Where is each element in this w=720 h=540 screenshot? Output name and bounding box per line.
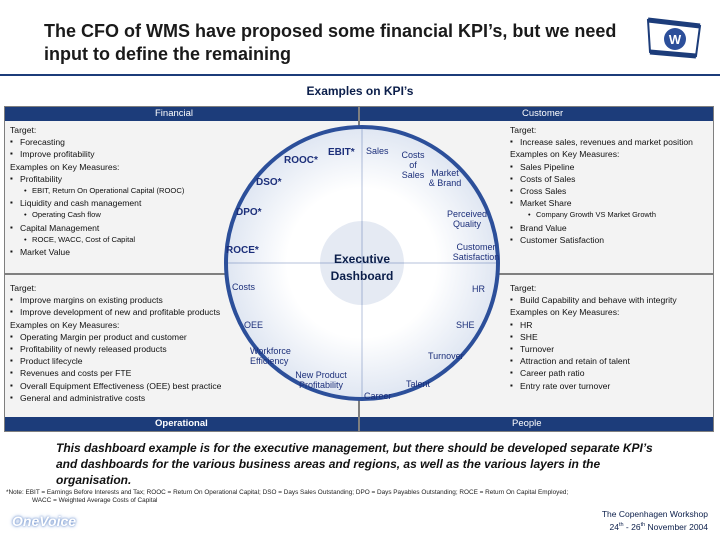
career-label: Career bbox=[364, 391, 392, 401]
list-item: General and administrative costs bbox=[10, 392, 245, 404]
list-item: Career path ratio bbox=[510, 367, 715, 379]
sub-item: Operating Cash flow bbox=[10, 209, 240, 221]
rooc-label: ROOC* bbox=[284, 155, 318, 166]
list-item: Improve profitability bbox=[10, 148, 240, 160]
financial-header: Financial bbox=[5, 107, 358, 121]
list-item: HR bbox=[510, 319, 715, 331]
subtitle: Examples on KPI’s bbox=[306, 84, 414, 98]
costs-of-sales-label: Costs of Sales bbox=[401, 150, 425, 180]
customer-text: Target: Increase sales, revenues and mar… bbox=[510, 124, 715, 246]
talent-label: Talent bbox=[406, 379, 431, 389]
list-item: Profitability bbox=[10, 173, 240, 185]
target-label: Target: bbox=[10, 125, 37, 135]
sub-item: EBIT, Return On Operational Capital (ROO… bbox=[10, 185, 240, 197]
dashboard-note: This dashboard example is for the execut… bbox=[56, 441, 653, 487]
list-item: Market Share bbox=[510, 197, 715, 209]
list-item: Build Capability and behave with integri… bbox=[510, 294, 715, 306]
list-item: Operating Margin per product and custome… bbox=[10, 331, 245, 343]
footnote-line-2: WACC = Weighted Average Costs of Capital bbox=[32, 497, 158, 504]
sub-item: Company Growth VS Market Growth bbox=[510, 209, 715, 221]
list-item: Brand Value bbox=[510, 222, 715, 234]
workforce-efficiency-label: Workforce Efficiency bbox=[250, 346, 291, 366]
date-month: November 2004 bbox=[645, 521, 708, 532]
dashboard-ring bbox=[224, 125, 500, 401]
list-item: Customer Satisfaction bbox=[510, 234, 715, 246]
executive-dashboard-title: Executive Dashboard bbox=[302, 251, 422, 285]
perceived-quality-label: Perceived Quality bbox=[446, 209, 488, 229]
footnote-line-1: *Note: EBIT = Earnings Before Interests … bbox=[6, 489, 569, 496]
list-item: Forecasting bbox=[10, 136, 240, 148]
date-separator: - bbox=[623, 521, 632, 532]
customer-header: Customer bbox=[360, 107, 713, 121]
date-end: 26 bbox=[631, 521, 641, 532]
turnover-label: Turnover bbox=[428, 351, 464, 361]
list-item: Capital Management bbox=[10, 222, 240, 234]
list-item: Entry rate over turnover bbox=[510, 380, 715, 392]
list-item: Attraction and retain of talent bbox=[510, 355, 715, 367]
list-item: Improve development of new and profitabl… bbox=[10, 306, 245, 318]
workshop-info: The Copenhagen Workshop 24th - 26th Nove… bbox=[602, 509, 708, 533]
list-item: Overall Equipment Effectiveness (OEE) be… bbox=[10, 380, 245, 392]
list-item: SHE bbox=[510, 331, 715, 343]
measures-label: Examples on Key Measures: bbox=[10, 161, 120, 172]
dpo-label: DPO* bbox=[236, 207, 262, 218]
sales-label: Sales bbox=[366, 146, 389, 156]
workshop-dates: 24th - 26th November 2004 bbox=[602, 520, 708, 533]
costs-label: Costs bbox=[232, 282, 256, 292]
dso-label: DSO* bbox=[256, 177, 282, 188]
slide-title: The CFO of WMS have proposed some financ… bbox=[44, 21, 617, 64]
operational-text: Target: Improve margins on existing prod… bbox=[10, 282, 245, 404]
list-item: Revenues and costs per FTE bbox=[10, 367, 245, 379]
header-rule bbox=[0, 74, 720, 76]
operational-header: Operational bbox=[5, 417, 358, 431]
list-item: Profitability of newly released products bbox=[10, 343, 245, 355]
market-brand-label: Market & Brand bbox=[428, 168, 462, 188]
people-text: Target: Build Capability and behave with… bbox=[510, 282, 715, 392]
logo-letter: W bbox=[669, 32, 682, 47]
hr-label: HR bbox=[472, 284, 485, 294]
date-start: 24 bbox=[609, 521, 619, 532]
date-end-suffix: th bbox=[640, 522, 646, 528]
footnote: *Note: EBIT = Earnings Before Interests … bbox=[6, 489, 718, 505]
measures-label: Examples on Key Measures: bbox=[510, 149, 620, 160]
oee-label: OEE bbox=[244, 320, 264, 330]
center-line-2: Dashboard bbox=[330, 269, 394, 283]
list-item: Product lifecycle bbox=[10, 355, 245, 367]
workshop-title: The Copenhagen Workshop bbox=[601, 509, 708, 519]
measures-label: Examples on Key Measures: bbox=[10, 319, 120, 330]
wms-flag-logo: W bbox=[640, 12, 708, 64]
target-label: Target: bbox=[10, 283, 37, 293]
list-item: Liquidity and cash management bbox=[10, 197, 240, 209]
center-line-1: Executive bbox=[333, 252, 391, 266]
target-label: Target: bbox=[510, 283, 537, 293]
she-label: SHE bbox=[456, 320, 475, 330]
sub-item: ROCE, WACC, Cost of Capital bbox=[10, 234, 240, 246]
customer-satisfaction-label: Customer Satisfaction bbox=[452, 242, 500, 262]
list-item: Costs of Sales bbox=[510, 173, 715, 185]
people-header: People bbox=[360, 417, 713, 431]
measures-label: Examples on Key Measures: bbox=[510, 307, 620, 318]
new-product-profitability-label: New Product Profitability bbox=[295, 370, 347, 390]
list-item: Market Value bbox=[10, 246, 240, 258]
ebit-label: EBIT* bbox=[328, 147, 355, 158]
list-item: Improve margins on existing products bbox=[10, 294, 245, 306]
list-item: Turnover bbox=[510, 343, 715, 355]
date-start-suffix: th bbox=[618, 522, 624, 528]
list-item: Cross Sales bbox=[510, 185, 715, 197]
list-item: Increase sales, revenues and market posi… bbox=[510, 136, 715, 148]
list-item: Sales Pipeline bbox=[510, 161, 715, 173]
financial-text: Target: Forecasting Improve profitabilit… bbox=[10, 124, 240, 258]
onevoice-logo: OneVoice bbox=[12, 513, 77, 529]
roce-label: ROCE* bbox=[226, 245, 259, 256]
target-label: Target: bbox=[510, 125, 537, 135]
